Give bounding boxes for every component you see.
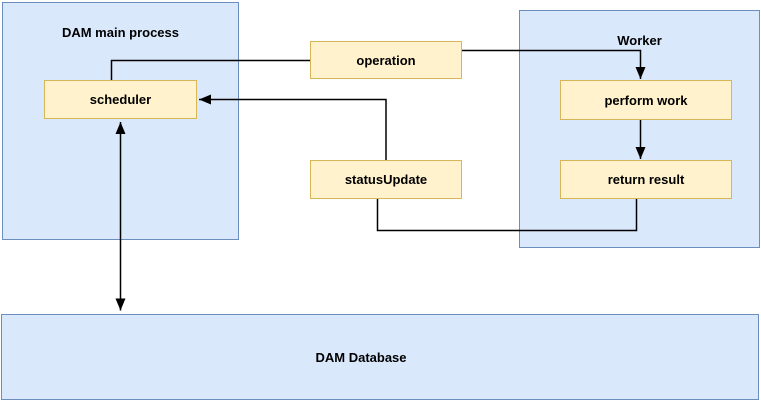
container-dam-main-process-label: DAM main process [61, 25, 180, 40]
node-perform-work: perform work [560, 80, 732, 120]
container-dam-main-process: DAM main process [2, 2, 239, 240]
node-perform-work-label: perform work [604, 92, 688, 108]
container-dam-database-label: DAM Database [315, 350, 407, 365]
node-status-update-label: statusUpdate [344, 172, 428, 187]
container-worker-label: Worker [617, 33, 662, 48]
node-scheduler-label: scheduler [89, 92, 152, 107]
node-status-update: statusUpdate [310, 160, 462, 199]
container-dam-database: DAM Database [1, 314, 759, 400]
node-scheduler: scheduler [44, 80, 197, 119]
node-operation-label: operation [356, 52, 416, 68]
node-return-result: return result [560, 160, 732, 199]
node-operation: operation [310, 41, 462, 79]
node-return-result-label: return result [607, 172, 685, 187]
container-worker: Worker [519, 10, 760, 248]
